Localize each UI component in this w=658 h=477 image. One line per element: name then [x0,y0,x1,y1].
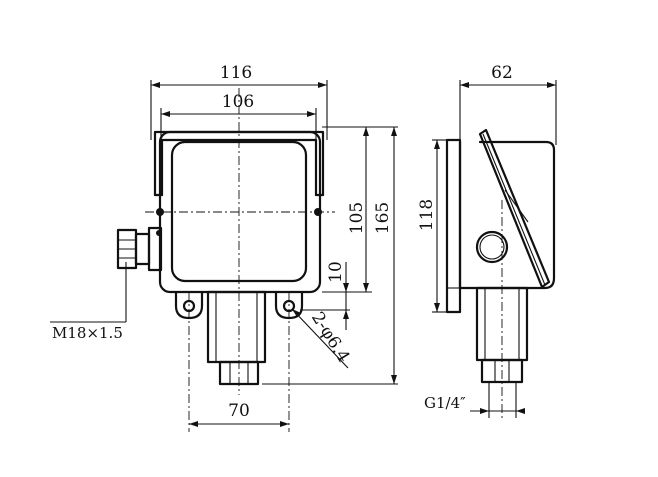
dim-10: 10 [326,261,349,330]
dim-116: 116 [150,63,328,140]
side-view: 62 118 G1/4″ [417,63,557,420]
thread-port-label: G1/4″ [424,394,466,412]
screw-left [156,208,164,216]
dim-depth-label: 62 [491,63,513,83]
pressure-stem [206,290,267,386]
dim-62: 62 [459,63,557,145]
side-boss [475,230,509,264]
thread-cable-label: M18×1.5 [52,324,123,342]
dim-lug-offset-label: 10 [326,261,346,283]
dim-105: 105 [347,127,369,292]
mount-lug-left [174,290,204,432]
dim-side-height-label: 118 [417,199,437,231]
dim-overall-height-label: 165 [373,202,393,234]
dim-overall-width-label: 116 [220,63,252,83]
front-view: 116 106 105 165 [50,63,398,432]
dim-mount-height-label: 105 [347,202,367,234]
dim-hole-spacing-label: 70 [228,401,250,421]
side-cover [478,128,551,289]
thread-cable-callout: M18×1.5 [50,262,127,342]
dim-165: 165 [373,127,397,384]
dim-106: 106 [160,92,317,140]
dim-inner-width-label: 106 [222,92,254,112]
side-body [458,140,556,290]
dim-70: 70 [189,401,289,427]
thread-port-callout: G1/4″ [424,382,525,418]
cable-gland [116,226,163,272]
dim-118: 118 [417,139,447,313]
side-backplate [445,138,462,314]
